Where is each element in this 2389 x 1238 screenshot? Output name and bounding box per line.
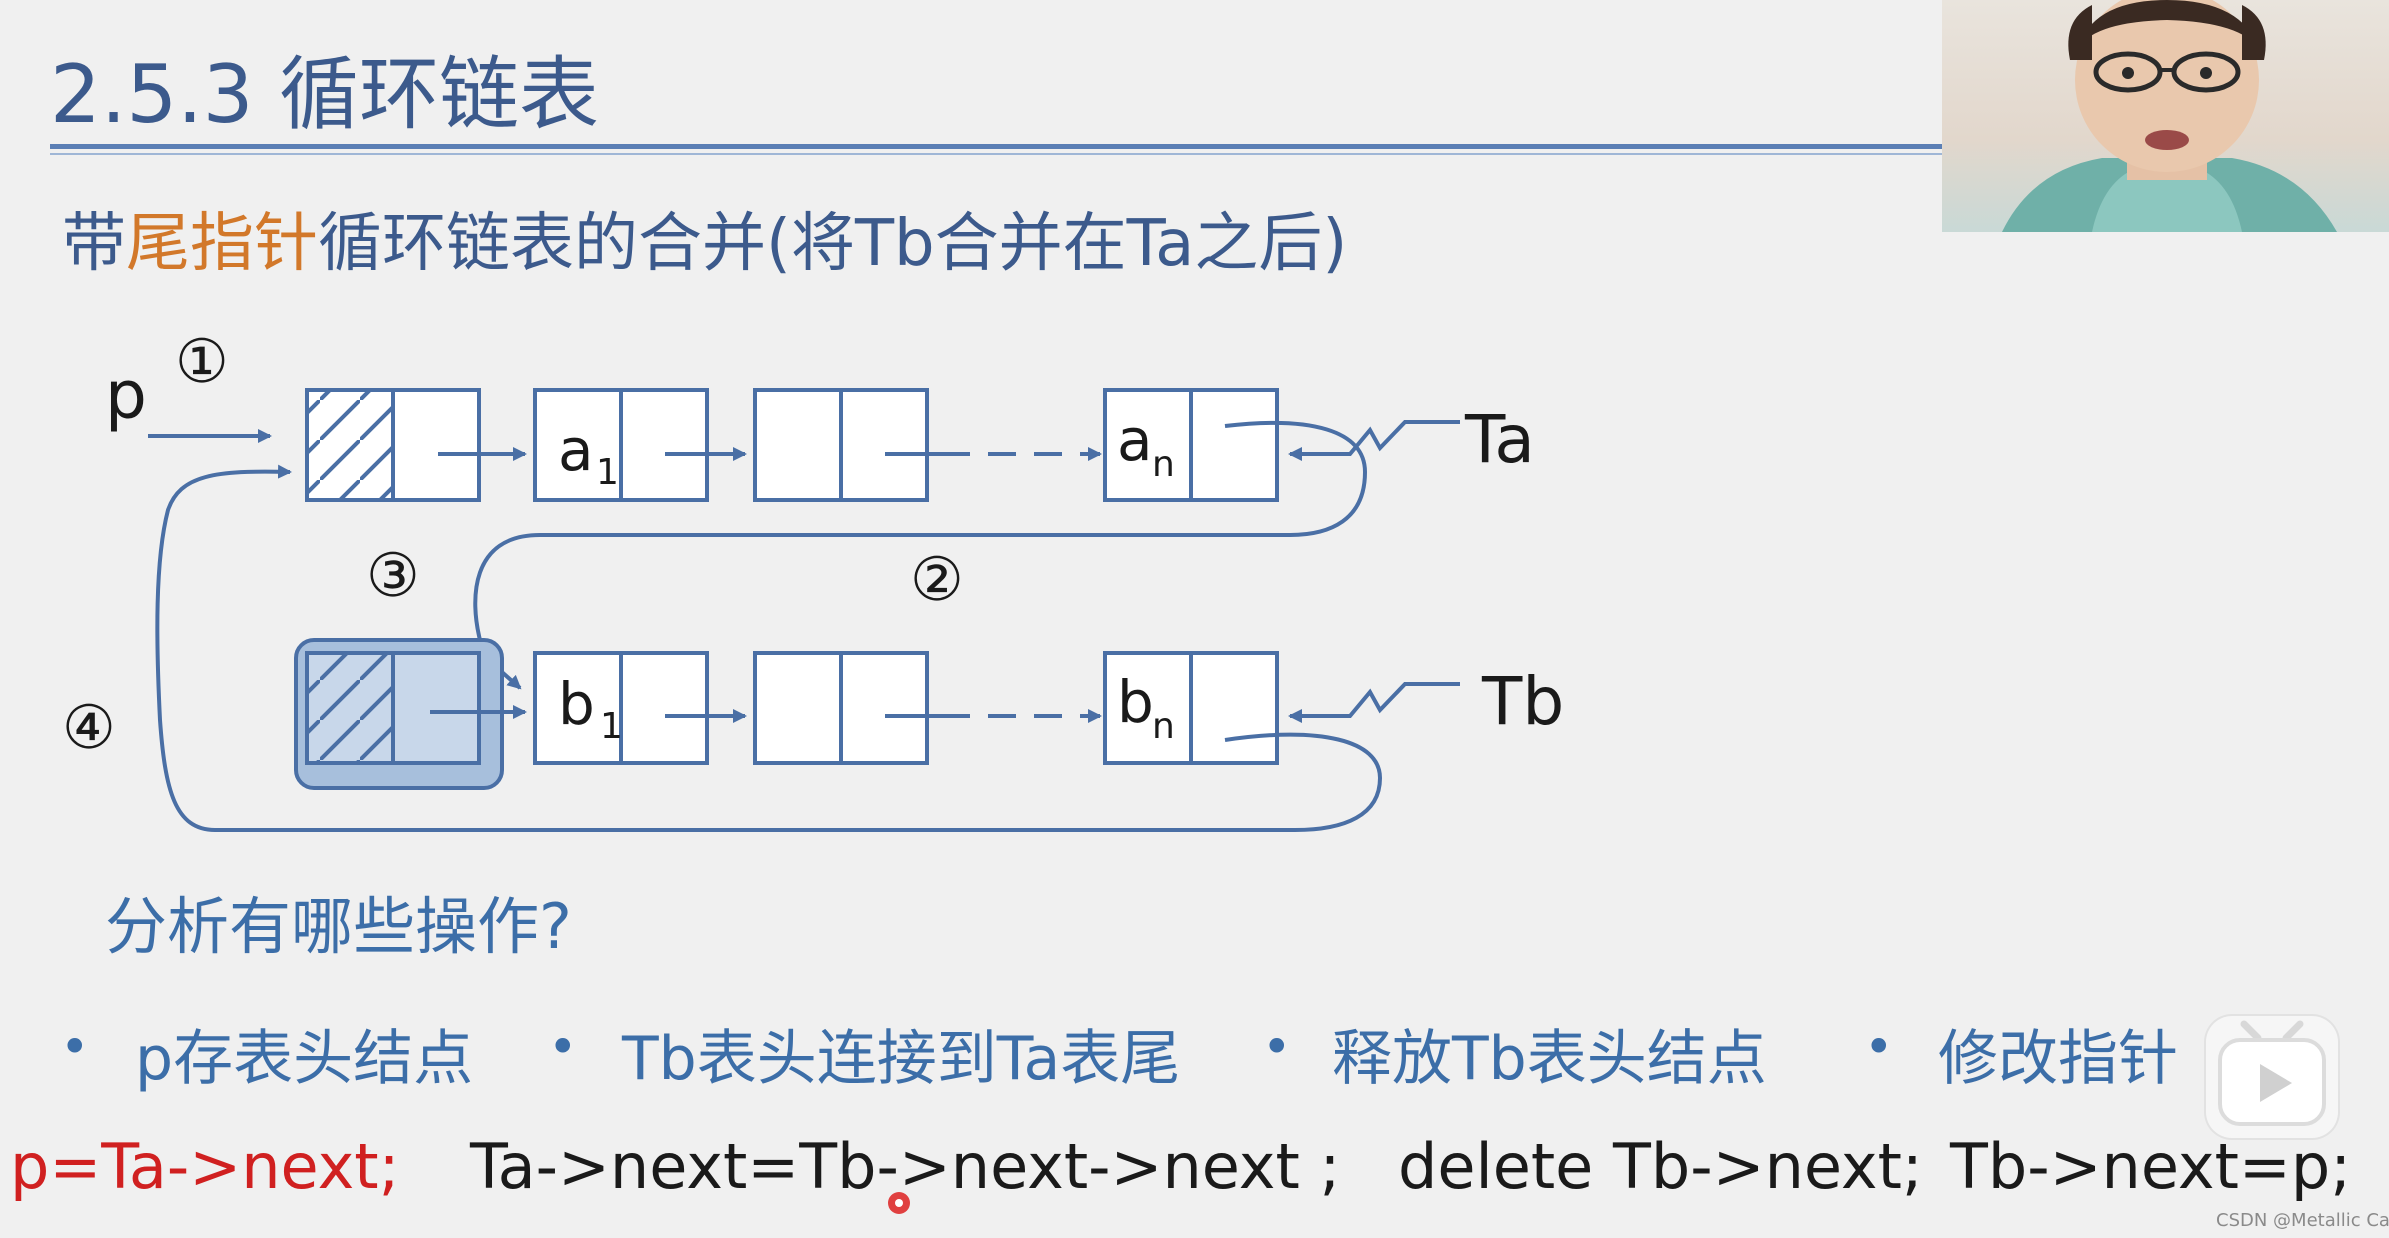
step-3-label: ③ [366,541,420,611]
ta-head-node [305,388,481,502]
bullet-dot-1: • [60,1018,90,1076]
title-rule-thin [50,153,1942,155]
code-delete-head: delete Tb->next; [1398,1130,1923,1203]
play-icon [2218,1020,2326,1126]
subtitle-prefix: 带 [62,207,126,281]
step-2-label: ② [910,545,964,615]
step-4-link [155,464,1383,832]
title-rule [50,144,1942,149]
node-an-label: a [1117,406,1153,474]
subtitle-highlight: 尾指针 [126,207,318,281]
bullet-dot-3: • [1262,1018,1292,1076]
bullet-item-4: 修改指针 [1938,1024,2178,1094]
node-b1-label: b [558,670,595,738]
watermark: CSDN @Metallic Cat [2216,1210,2389,1231]
node-an: a n [1103,388,1279,502]
node-a1-subscript: 1 [596,452,619,493]
pointer-p-label: p [105,357,147,434]
bullet-dot-2: • [548,1018,578,1076]
label-ta: Ta [1464,401,1535,478]
webcam-figure [2002,0,2337,232]
bullet-item-2: Tb表头连接到Ta表尾 [622,1024,1181,1094]
node-b1-subscript: 1 [600,706,623,747]
code-link-tb-to-ta: Ta->next=Tb->next->next ; [470,1130,1341,1203]
step-4-label: ④ [62,693,116,763]
webcam-video [1942,0,2389,232]
play-button[interactable] [2206,1016,2338,1138]
node-bn-label: b [1117,668,1154,736]
node-a1-label: a [558,416,594,484]
subtitle: 带尾指针循环链表的合并(将Tb合并在Ta之后) [62,192,1347,284]
node-b1: b 1 [533,651,709,765]
bullet-item-3: 释放Tb表头结点 [1332,1024,1767,1094]
tb-middle-node [753,651,929,765]
bullet-dot-4: • [1864,1018,1894,1076]
code-store-head: p=Ta->next; [10,1130,400,1203]
ta-tail-pointer [1288,420,1460,461]
analysis-question: 分析有哪些操作? [105,890,572,963]
ta-middle-node [753,388,929,502]
step-1-label: ① [175,327,229,397]
node-bn: b n [1103,651,1279,765]
node-bn-subscript: n [1152,706,1175,747]
node-a1: a 1 [533,388,709,502]
tb-tail-pointer [1288,682,1460,723]
slide-title: 2.5.3 循环链表 [50,48,599,141]
cursor-dot-icon [888,1192,910,1214]
subtitle-suffix: 循环链表的合并(将Tb合并在Ta之后) [318,207,1348,281]
bullet-item-1: p存表头结点 [135,1024,474,1094]
label-tb: Tb [1481,663,1564,740]
code-fix-pointer: Tb->next=p; [1950,1130,2352,1203]
tb-head-node [294,638,504,790]
node-an-subscript: n [1152,444,1175,485]
